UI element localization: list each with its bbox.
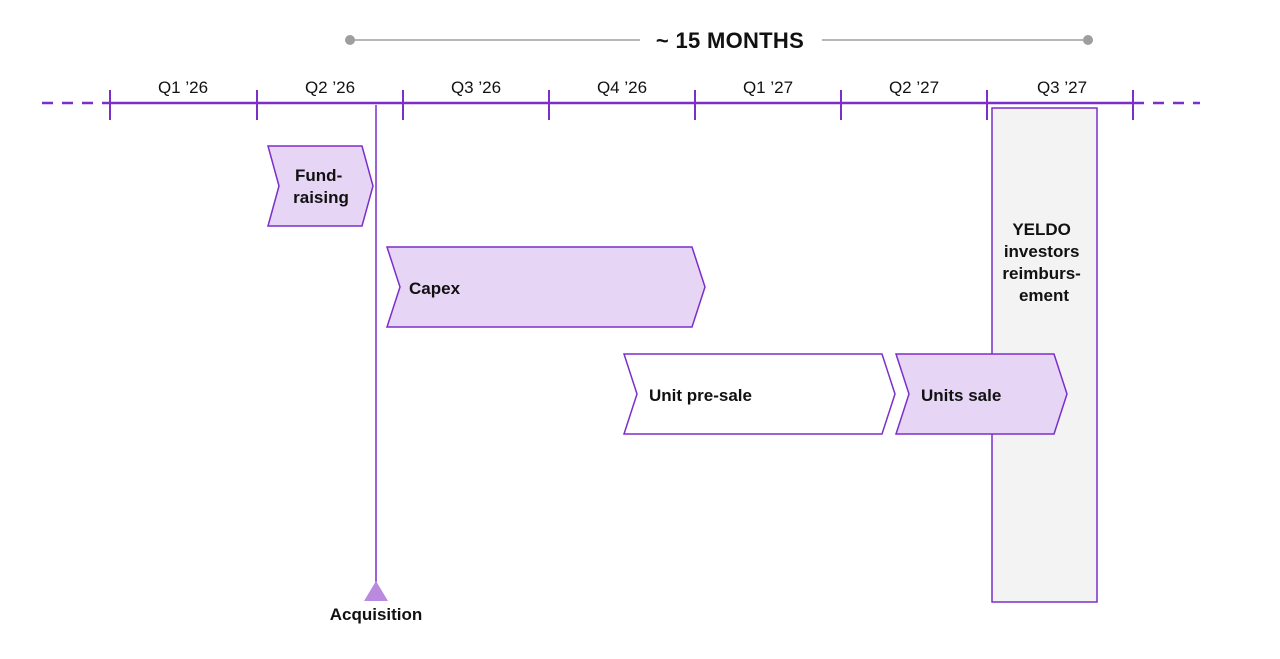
phase-fundraising: Fund- raising <box>267 145 374 227</box>
capex-label: Capex <box>409 279 461 298</box>
quarter-label-q3-26: Q3 ’26 <box>451 78 501 97</box>
acquisition-label: Acquisition <box>330 605 423 624</box>
quarter-label-q1-26: Q1 ’26 <box>158 78 208 97</box>
duration-bracket: ~ 15 MONTHS <box>345 28 1093 53</box>
acquisition-milestone: Acquisition <box>330 105 423 624</box>
units-sale-arrow <box>894 353 1068 435</box>
unit-presale-label: Unit pre-sale <box>649 386 752 405</box>
quarter-label-q4-26: Q4 ’26 <box>597 78 647 97</box>
fundraising-arrow <box>267 145 374 227</box>
unit-presale-arrow <box>622 353 896 435</box>
quarter-label-q1-27: Q1 ’27 <box>743 78 793 97</box>
quarter-label-q2-27: Q2 ’27 <box>889 78 939 97</box>
reimbursement-label: YELDO investors reimburs- ement <box>1002 220 1085 305</box>
acquisition-marker-icon <box>364 581 388 601</box>
quarter-label-q3-27: Q3 ’27 <box>1037 78 1087 97</box>
duration-start-dot <box>345 35 355 45</box>
capex-arrow <box>385 246 706 328</box>
fundraising-label: Fund- raising <box>293 166 349 207</box>
phase-units-sale: Units sale <box>894 353 1068 435</box>
units-sale-label: Units sale <box>921 386 1001 405</box>
quarter-label-q2-26: Q2 ’26 <box>305 78 355 97</box>
duration-end-dot <box>1083 35 1093 45</box>
phase-unit-presale: Unit pre-sale <box>622 353 896 435</box>
quarter-labels: Q1 ’26 Q2 ’26 Q3 ’26 Q4 ’26 Q1 ’27 Q2 ’2… <box>158 78 1087 97</box>
duration-label: ~ 15 MONTHS <box>656 28 804 53</box>
phase-capex: Capex <box>385 246 706 328</box>
axis-ticks <box>109 90 1134 120</box>
timeline-axis: Q1 ’26 Q2 ’26 Q3 ’26 Q4 ’26 Q1 ’27 Q2 ’2… <box>42 78 1200 120</box>
